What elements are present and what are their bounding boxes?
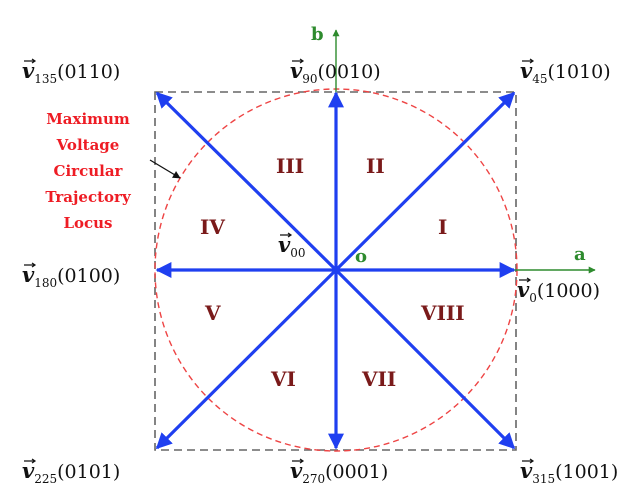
vec-arrow-accent-45 [522,58,535,64]
locus-line-2: Voltage [56,136,120,154]
locus-line-5: Locus [63,214,112,232]
bounding-square [154,91,517,451]
zero-vector-label: v00 [278,232,305,260]
sector-label-1: I [438,215,447,239]
vec-arrow-accent-270 [292,458,305,464]
sector-label-2: II [366,154,385,178]
vec-arrow-accent-0 [519,277,532,283]
vector-label-0: v0(1000) [517,277,600,305]
vector-label-270: v270(0001) [290,458,388,486]
locus-pointer-arrow [149,159,181,179]
vector-45-arrow [334,91,516,272]
locus-annotation: Maximum Voltage Circular Trajectory Locu… [45,110,132,232]
sector-label-5: V [204,301,221,325]
origin-label: o [355,246,367,267]
vector-label-225: v225(0101) [22,458,120,486]
vec-arrow-accent-00 [280,232,293,238]
vector-315-arrow [334,268,516,450]
vec-arrow-accent-315 [522,458,535,464]
a-axis-label: a [574,244,586,265]
space-vectors [155,91,516,450]
sector-label-3: III [276,154,304,178]
locus-line-4: Trajectory [45,188,132,206]
vector-135-arrow [155,91,338,272]
vector-symbol-arrows [24,58,535,464]
vector-label-45: v45(1010) [520,58,611,86]
sector-label-8: VIII [420,301,465,325]
vec-arrow-accent-180 [24,262,37,268]
vec-arrow-accent-225 [24,458,37,464]
sector-label-6: VI [270,367,296,391]
vec-arrow-accent-135 [24,58,37,64]
sector-label-4: IV [200,215,225,239]
vec-arrow-accent-90 [292,58,305,64]
origin-dot [332,266,340,274]
sector-label-7: VII [361,367,396,391]
locus-line-3: Circular [54,162,124,180]
vector-label-315: v315(1001) [520,458,618,486]
vector-225-arrow [155,268,338,450]
vector-label-135: v135(0110) [22,58,120,86]
locus-line-1: Maximum [46,110,130,128]
vector-label-180: v180(0100) [22,262,120,290]
b-axis-label: b [311,24,324,45]
vector-label-90: v90(0010) [290,58,381,86]
